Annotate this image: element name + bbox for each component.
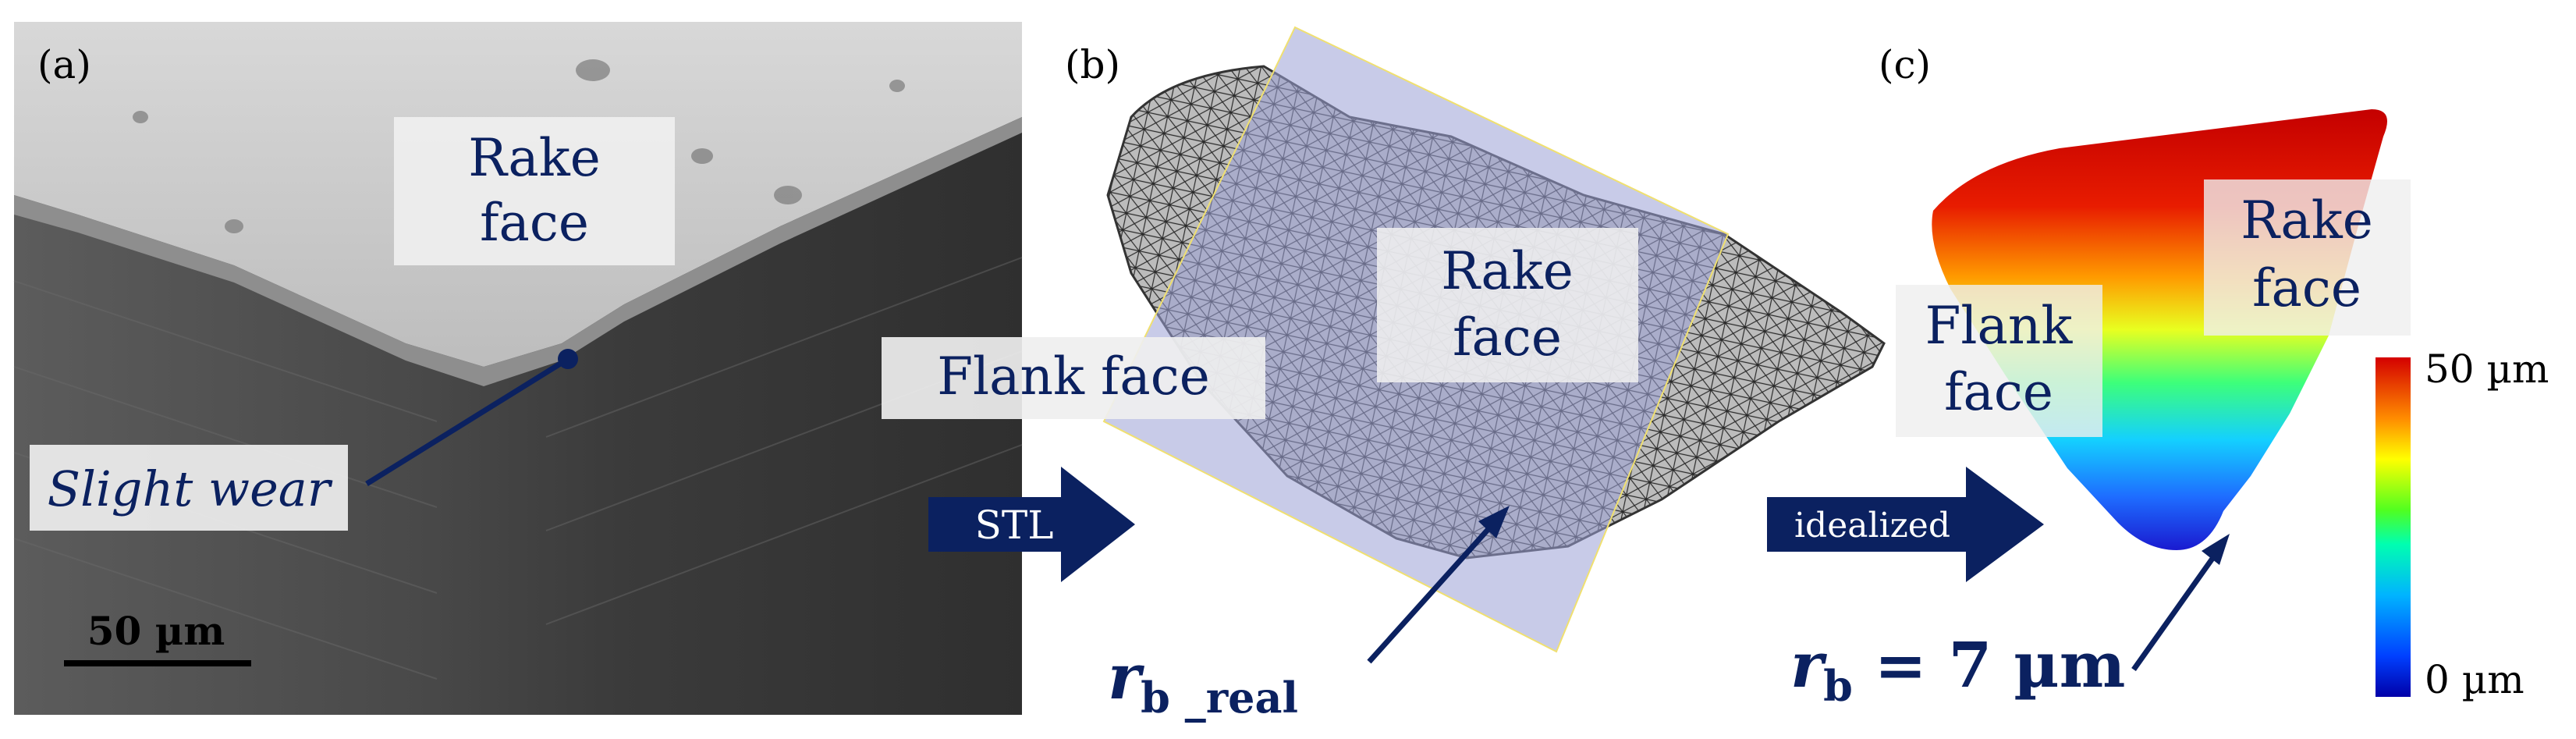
- edge-radius-real-subscript: b _real: [1141, 673, 1298, 723]
- rake-face-label-b-line2: face: [1453, 307, 1562, 368]
- edge-radius-ideal-subscript: b: [1823, 661, 1853, 711]
- stl-arrow: STL: [928, 467, 1135, 582]
- panel-c: (c) Flank face Rake face rb = 7 µm 50 µm…: [1790, 42, 2549, 711]
- arrow-right-icon: [928, 467, 1135, 582]
- rake-face-label-box-c: [2204, 179, 2411, 336]
- flank-face-label-box: [882, 337, 1265, 419]
- pointer-arrow-head: [1478, 506, 1510, 538]
- panel-a: (a) Rake face Slight wear 50 µm: [13, 22, 1023, 715]
- flank-face-label-c-line1: Flank: [1925, 296, 2074, 356]
- wear-pointer-dot: [558, 349, 578, 369]
- flank-face-label: Flank face: [937, 346, 1210, 407]
- rake-face-label-line2: face: [480, 193, 589, 253]
- stl-arrow-label: STL: [975, 503, 1054, 548]
- panel-b: (b) Flank face Rake face rb _real: [882, 26, 1886, 723]
- panel-c-label: (c): [1879, 42, 1931, 87]
- colorbar: [2376, 357, 2411, 697]
- scale-bar-label: 50 µm: [87, 608, 225, 654]
- rake-face-label-c-line2: face: [2252, 258, 2361, 318]
- idealized-arrow-label: idealized: [1794, 506, 1950, 545]
- wear-label: Slight wear: [48, 460, 333, 517]
- pointer-arrow-head-c: [2202, 534, 2230, 565]
- rake-face-label-c-line1: Rake: [2241, 190, 2373, 250]
- edge-radius-ideal-symbol: r: [1790, 628, 1827, 702]
- pointer-arrow-icon: [1367, 520, 1496, 664]
- arrow-right-icon: [1767, 467, 2044, 582]
- pointer-arrow-icon: [2131, 552, 2218, 672]
- rake-face-label-line1: Rake: [468, 128, 601, 188]
- sem-rake-pits: [133, 59, 905, 233]
- colorbar-min-label: 0 µm: [2425, 657, 2525, 702]
- flank-face-label-c-line2: face: [1944, 362, 2053, 422]
- panel-b-label: (b): [1065, 42, 1120, 87]
- edge-radius-ideal-value: = 7 µm: [1853, 628, 2125, 702]
- wear-label-box: [30, 445, 348, 531]
- rake-face-label-b-line1: Rake: [1441, 241, 1574, 301]
- rake-face-label-box: [394, 117, 675, 265]
- flank-face-label-box-c: [1896, 285, 2102, 437]
- colorbar-max-label: 50 µm: [2425, 346, 2549, 392]
- idealized-arrow: idealized: [1767, 467, 2044, 582]
- edge-radius-real-symbol: r: [1108, 640, 1144, 713]
- scale-bar: [64, 660, 251, 666]
- wear-pointer-line: [365, 357, 569, 486]
- rake-face-label-box-b: [1377, 228, 1638, 382]
- edge-radius-real-label: rb _real: [1108, 640, 1298, 723]
- panel-a-label: (a): [37, 42, 91, 87]
- edge-radius-ideal-label: rb = 7 µm: [1790, 628, 2125, 711]
